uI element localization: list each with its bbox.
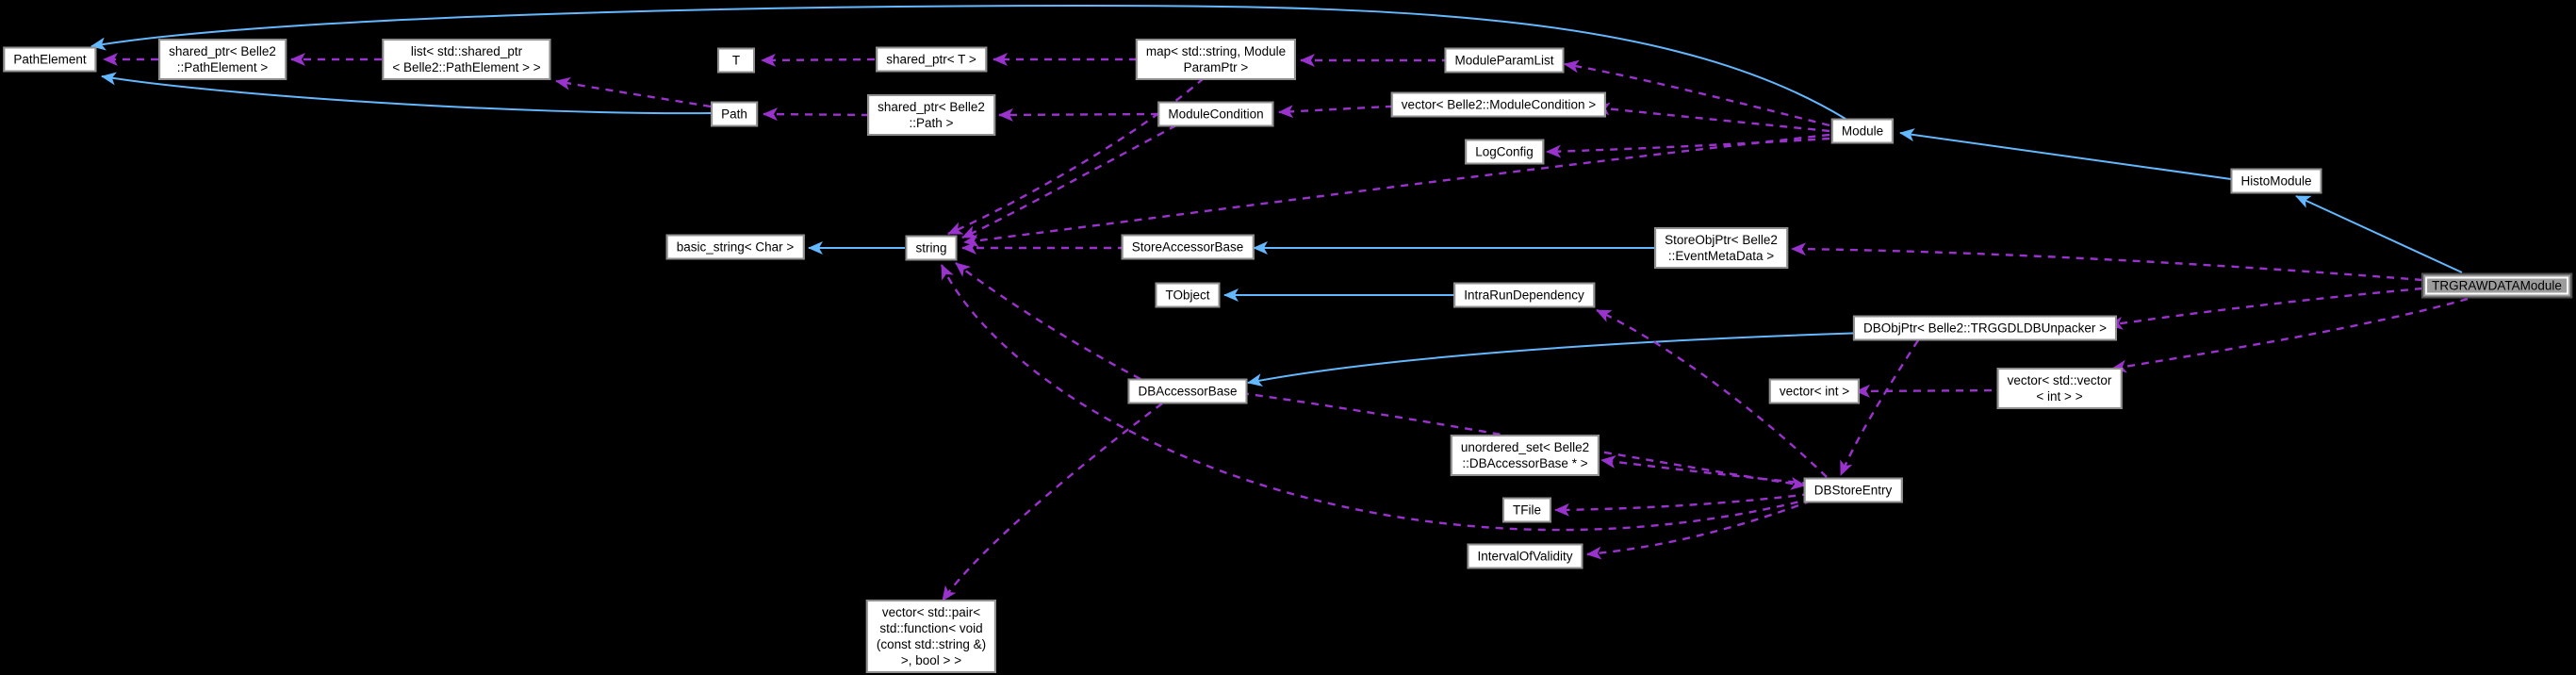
node-intrarundependency[interactable]: IntraRunDependency (1453, 282, 1595, 308)
node-storeobjptr-eventmetadata[interactable]: StoreObjPtr< Belle2 ::EventMetaData > (1654, 227, 1788, 269)
node-shared-ptr-pathelement[interactable]: shared_ptr< Belle2 ::PathElement > (158, 39, 287, 80)
edge-dbstoreentry-string (940, 264, 1813, 532)
edge-module-string (963, 133, 1830, 248)
edge-module-logconfig (1546, 137, 1830, 158)
edge-modulecondition-sppath (998, 107, 1159, 122)
node-vector-pair-function[interactable]: vector< std::pair< std::function< void (… (865, 600, 997, 673)
node-module[interactable]: Module (1830, 118, 1895, 144)
edge-dbobjptr-dbaccessorbase (1247, 332, 1867, 387)
node-tobject[interactable]: TObject (1155, 282, 1221, 308)
node-list-shared-ptr-pathelement[interactable]: list< std::shared_ptr < Belle2::PathElem… (382, 39, 551, 80)
node-dbstoreentry[interactable]: DBStoreEntry (1803, 477, 1903, 503)
node-dbobjptr-trggdldbunpacker[interactable]: DBObjPtr< Belle2::TRGGDLDBUnpacker > (1852, 315, 2118, 341)
node-basic-string[interactable]: basic_string< Char > (665, 234, 805, 260)
node-trgrawdatamodule[interactable]: TRGRAWDATAModule (2421, 272, 2572, 299)
edge-dbstoreentry-tfile (1554, 492, 1811, 517)
edge-dbstoreentry-unorderedset (1600, 454, 1811, 486)
node-histomodule[interactable]: HistoModule (2230, 168, 2322, 194)
edge-trgrawdatamodule-dbobjptr (2108, 287, 2423, 330)
edge-trgrawdatamodule-histomodule (2295, 195, 2463, 273)
node-string[interactable]: string (905, 235, 958, 261)
edge-module-pathelement (90, 4, 1846, 120)
node-unordered-set-dbaccessorbase[interactable]: unordered_set< Belle2 ::DBAccessorBase *… (1450, 435, 1600, 476)
edge-trgrawdatamodule-vectorvint (2111, 297, 2469, 373)
node-modulecondition[interactable]: ModuleCondition (1157, 101, 1274, 127)
edge-dbaccessorbase-vectorpair (942, 403, 1163, 601)
edge-path-list (555, 76, 712, 108)
edge-path-pathelement (101, 72, 714, 115)
edge-map-string (947, 77, 1205, 236)
node-tfile[interactable]: TFile (1502, 497, 1551, 523)
edge-dbaccessorbase-dbstoreentry (1240, 391, 1806, 490)
node-vector-int[interactable]: vector< int > (1768, 378, 1861, 404)
node-map-moduleparamptr[interactable]: map< std::string, Module ParamPtr > (1135, 39, 1297, 80)
edge-module-vectormc (1595, 102, 1830, 133)
edge-histomodule-module (1899, 128, 2232, 180)
node-vector-modulecondition[interactable]: vector< Belle2::ModuleCondition > (1390, 91, 1607, 118)
edge-modulecondition-string (961, 123, 1177, 239)
node-shared-ptr-path[interactable]: shared_ptr< Belle2 ::Path > (867, 94, 995, 136)
edge-vectormc-modulecondition (1278, 104, 1408, 119)
node-path[interactable]: Path (711, 101, 758, 127)
node-storeaccessorbase[interactable]: StoreAccessorBase (1121, 234, 1255, 260)
node-intervalofvalidity[interactable]: IntervalOfValidity (1467, 543, 1583, 569)
edge-dbstoreentry-intervalofvalidity (1586, 499, 1813, 560)
node-dbaccessorbase[interactable]: DBAccessorBase (1127, 378, 1248, 404)
edge-dbstoreentry-intrarundependency (1596, 308, 1828, 478)
node-pathelement[interactable]: PathElement (3, 46, 97, 73)
node-vector-vector-int[interactable]: vector< std::vector < int > > (1996, 368, 2123, 409)
edge-dbobjptr-dbstoreentry (1839, 339, 1920, 476)
edge-trgrawdatamodule-storeobjptr (1791, 242, 2423, 282)
edge-module-moduleparamlist (1564, 59, 1830, 127)
node-shared-ptr-t[interactable]: shared_ptr< T > (876, 46, 987, 73)
edge-sppath-path (763, 107, 870, 122)
node-moduleparamlist[interactable]: ModuleParamList (1444, 47, 1565, 74)
node-logconfig[interactable]: LogConfig (1465, 139, 1544, 165)
edge-vectorvint-vectorint (1855, 384, 2007, 398)
node-t[interactable]: T (717, 47, 755, 74)
edge-spt-t (761, 53, 876, 67)
edge-dbaccessorbase-string (955, 262, 1141, 381)
